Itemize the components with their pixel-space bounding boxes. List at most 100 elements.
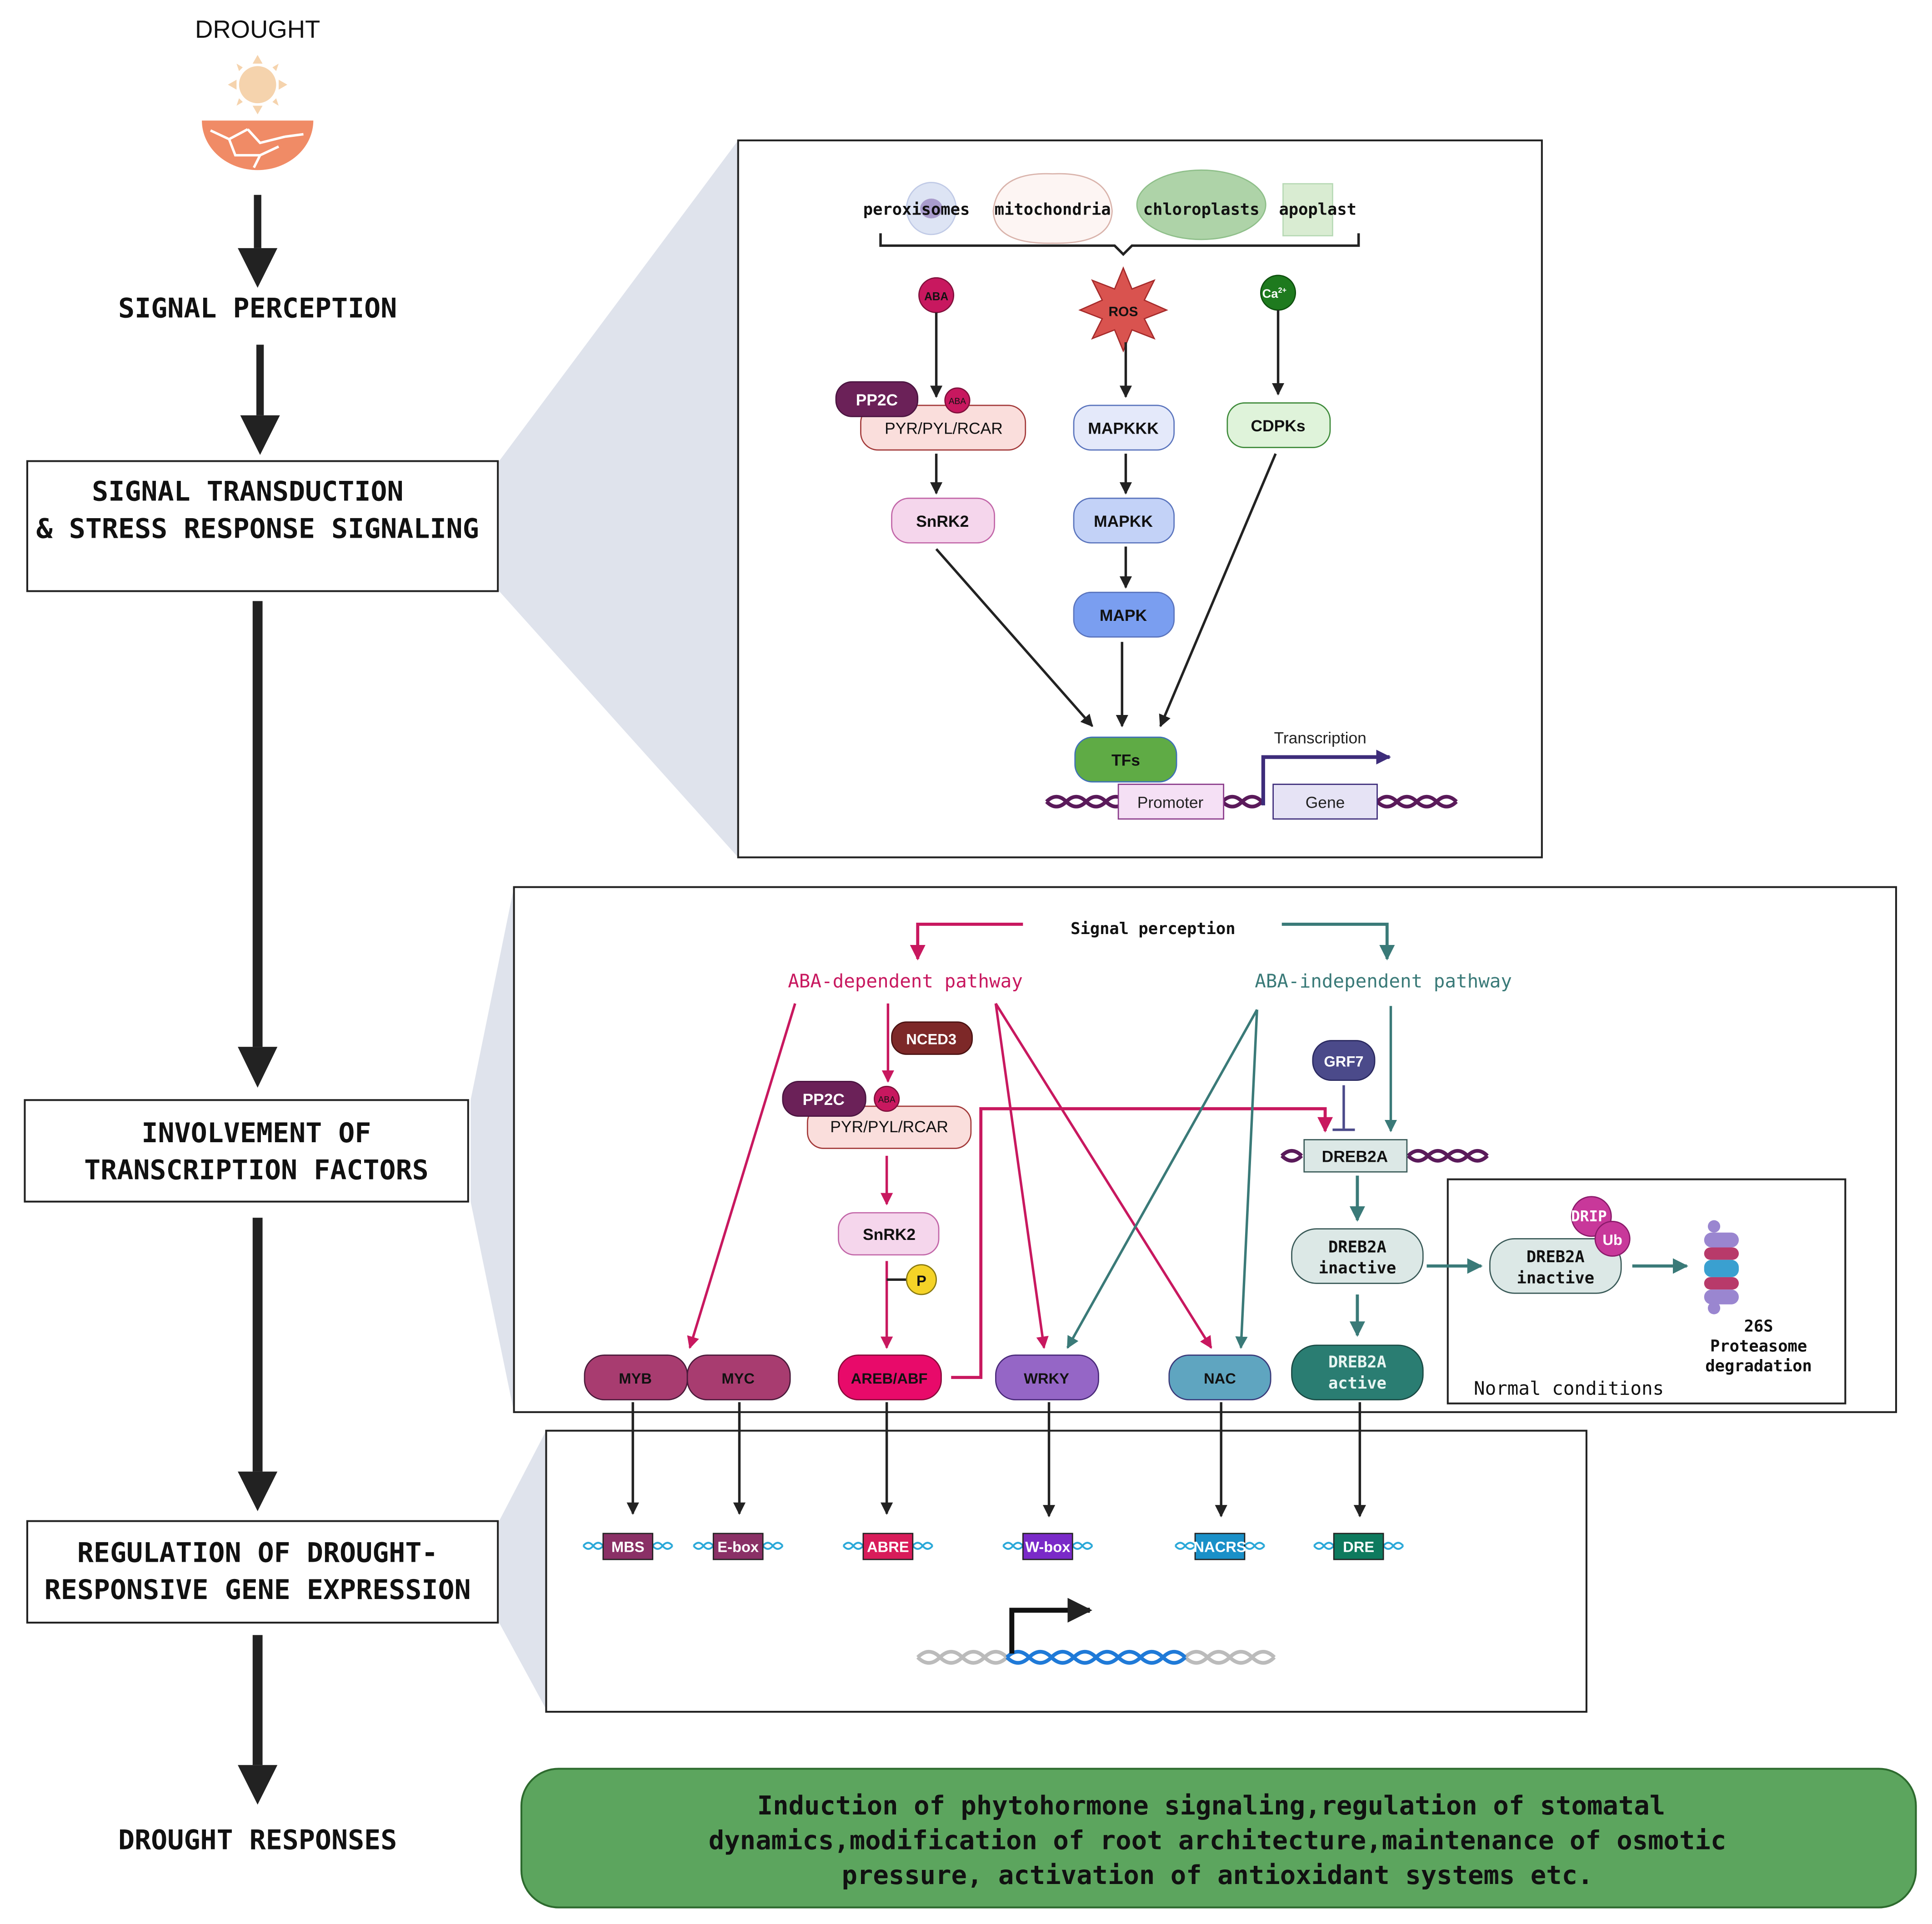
- normal-conditions-label: Normal conditions: [1474, 1378, 1664, 1399]
- bracket: [879, 233, 1360, 256]
- proteasome-line1: 26S: [1744, 1317, 1773, 1336]
- aba-bound: [944, 387, 971, 414]
- cis-element-ebox: [712, 1533, 764, 1560]
- snrk2-label: SnRK2: [863, 1225, 916, 1244]
- response-line3: pressure, activation of antioxidant syst…: [841, 1860, 1593, 1890]
- grf7-label: GRF7: [1324, 1053, 1363, 1070]
- tfs: [1074, 736, 1177, 783]
- cis-element-label: W-box: [1025, 1539, 1070, 1555]
- dna-helix-icon: [582, 1542, 673, 1550]
- tf-involvement-box: [24, 1099, 469, 1203]
- tf-myc: [686, 1354, 791, 1400]
- organelle-label: mitochondria: [995, 200, 1111, 219]
- transcription-factor-panel: Signal perception ABA-dependent pathway …: [513, 886, 1897, 1413]
- cdpks: [1226, 402, 1331, 448]
- signal-transduction-line1: SIGNAL TRANSDUCTION: [92, 476, 403, 508]
- dna-helix-icon: [1174, 1542, 1266, 1550]
- phosphate-label: P: [916, 1272, 926, 1289]
- calcium-label: Ca2+: [1262, 286, 1286, 300]
- dreb2a-active: [1291, 1344, 1424, 1400]
- dna-helix-icon: [842, 1542, 934, 1550]
- tf-nac: [1168, 1354, 1271, 1400]
- cis-element-mbs: [602, 1533, 654, 1560]
- phosphate-group: [906, 1264, 937, 1295]
- mapkkk-label: MAPKKK: [1088, 420, 1159, 438]
- drought-responses-box: Induction of phytohormone signaling,regu…: [520, 1768, 1917, 1909]
- transcription-label: Transcription: [1274, 729, 1366, 747]
- signal-transduction-box: [26, 460, 499, 592]
- organelle-label: chloroplasts: [1143, 200, 1260, 219]
- zoom-wedge-1: [499, 140, 738, 858]
- aba-bound: [874, 1085, 900, 1112]
- ros-burst-icon: [1078, 266, 1168, 353]
- cis-element-label: NACRS: [1193, 1539, 1246, 1555]
- gene: [1272, 784, 1378, 820]
- dreb2a-inactive-line1: DREB2A: [1328, 1238, 1386, 1256]
- sun-icon: [228, 55, 288, 115]
- regulation-box: [26, 1520, 499, 1624]
- signal-perception-label: SIGNAL PERCEPTION: [118, 292, 397, 324]
- apoplast-icon: [1282, 183, 1333, 237]
- proteasome-line3: degradation: [1705, 1357, 1812, 1375]
- zoom-wedge-2: [470, 887, 514, 1412]
- cis-element-wbox: [1022, 1533, 1073, 1560]
- dreb2a-gene: [1303, 1139, 1408, 1173]
- proteasome-line2: Proteasome: [1710, 1337, 1807, 1355]
- dna-helix-icon: [1045, 795, 1127, 809]
- tf-involvement-line1: INVOLVEMENT OF: [141, 1117, 371, 1149]
- tf-label: MYB: [619, 1370, 652, 1387]
- cis-element-abre: [862, 1533, 914, 1560]
- cis-element-label: ABRE: [867, 1539, 909, 1555]
- tf-label: MYC: [721, 1370, 755, 1387]
- tf-label: WRKY: [1024, 1370, 1069, 1387]
- cis-element-nacrs: [1194, 1533, 1246, 1560]
- mapkk-label: MAPKK: [1094, 512, 1153, 530]
- transcription-arrow: [1261, 750, 1391, 805]
- drought-responses-label: DROUGHT RESPONSES: [118, 1824, 397, 1856]
- mapk: [1073, 591, 1175, 638]
- ub-label: Ub: [1602, 1231, 1622, 1248]
- signal-transduction-panel: peroxisomes mitochondria chloroplasts ap…: [737, 139, 1543, 859]
- cis-element-label: E-box: [717, 1539, 759, 1555]
- aba-dependent-label: ABA-dependent pathway: [788, 970, 1023, 992]
- signal-perception-label: Signal perception: [1071, 920, 1235, 938]
- chloroplast-icon: [1136, 169, 1266, 240]
- pyr-label: PYR/PYL/RCAR: [885, 420, 1003, 438]
- proteasome-icon: [1704, 1220, 1739, 1314]
- regulation-line1: REGULATION OF DROUGHT-: [77, 1537, 438, 1569]
- response-line2: dynamics,modification of root architectu…: [709, 1826, 1727, 1856]
- tf-areb-abf: [838, 1354, 942, 1400]
- dreb2a-inactive-line2: inactive: [1517, 1269, 1595, 1287]
- aba-independent-label: ABA-independent pathway: [1255, 970, 1512, 992]
- mapk-label: MAPK: [1100, 606, 1147, 625]
- cracked-earth-icon: [202, 120, 314, 170]
- dreb2a-inactive-line1: DREB2A: [1527, 1248, 1585, 1266]
- promoter: [1117, 784, 1225, 820]
- cis-element-label: MBS: [611, 1539, 645, 1555]
- aba-small-label: ABA: [878, 1095, 896, 1105]
- ubiquitin: [1594, 1220, 1631, 1257]
- dreb2a-inactive-line2: inactive: [1319, 1259, 1396, 1278]
- cis-element-dre: [1333, 1533, 1384, 1560]
- organelle-label: apoplast: [1279, 200, 1356, 219]
- dna-helix-icon: [1313, 1542, 1404, 1550]
- snrk2: [838, 1212, 940, 1256]
- signal-transduction-line2: & STRESS RESPONSE SIGNALING: [36, 513, 479, 545]
- mapkk: [1073, 497, 1175, 544]
- tf-wrky: [995, 1354, 1099, 1400]
- left-flow: DROUGHT SIGNAL PERCEPTION SIGNAL TRANSDU…: [24, 15, 499, 1856]
- dna-helix-icon: [693, 1542, 784, 1550]
- cdpks-label: CDPKs: [1251, 417, 1306, 435]
- dreb2a-inactive: [1291, 1228, 1424, 1284]
- mapkkk: [1073, 405, 1175, 451]
- gene-label: Gene: [1306, 793, 1345, 811]
- pyr-label: PYR/PYL/RCAR: [830, 1118, 948, 1136]
- dreb2a-inactive-normal: [1489, 1238, 1622, 1294]
- pp2c: [782, 1081, 866, 1117]
- zoom-wedge-3: [499, 1430, 546, 1709]
- pp2c: [835, 381, 919, 417]
- dna-helix-icon: [1406, 1149, 1489, 1163]
- tfs-label: TFs: [1111, 751, 1140, 770]
